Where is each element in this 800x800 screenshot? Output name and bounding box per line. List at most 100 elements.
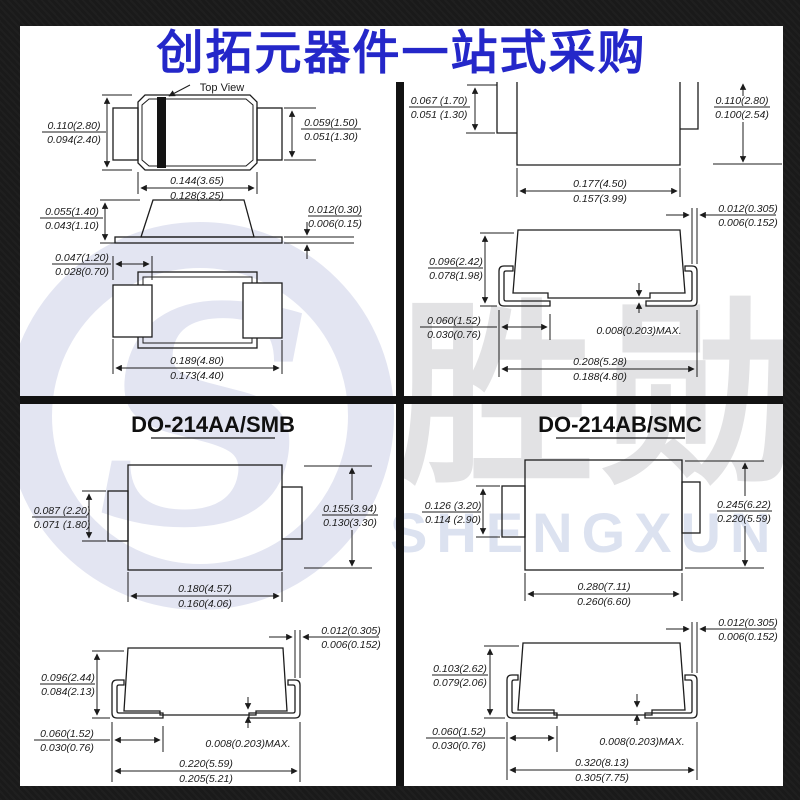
package-title: DO-214AA/SMB [131,412,295,437]
panel-do214aa-smb: DO-214AA/SMB 0.087 (2.20) 0.071 (1.80) 0… [32,412,381,785]
svg-text:0.189(4.80): 0.189(4.80) [170,355,224,367]
svg-text:0.177(4.50): 0.177(4.50) [573,178,627,190]
horizontal-divider [20,396,783,404]
dim-lead-thickness: 0.012(0.305) 0.006(0.152) [666,617,778,673]
svg-text:0.012(0.30): 0.012(0.30) [308,204,362,216]
svg-text:0.006(0.15): 0.006(0.15) [308,218,362,230]
bottom-view-drawing: 0.047(1.20) 0.028(0.70) 0.189(4.80) 0.17… [52,252,283,382]
svg-text:0.096(2.44): 0.096(2.44) [41,672,95,684]
svg-text:0.220(5.59): 0.220(5.59) [717,513,771,525]
dim-body-width: 0.280(7.11) 0.260(6.60) [524,573,683,608]
svg-text:0.008(0.203)MAX.: 0.008(0.203)MAX. [205,738,290,750]
svg-text:0.094(2.40): 0.094(2.40) [47,134,101,146]
svg-text:0.188(4.80): 0.188(4.80) [573,371,627,383]
svg-text:0.180(4.57): 0.180(4.57) [178,583,232,595]
svg-text:0.060(1.52): 0.060(1.52) [432,726,486,738]
dim-foot-length: 0.060(1.52) 0.030(0.76) [34,722,164,782]
star-icon: ✦ [154,223,198,281]
dim-pad-width: 0.047(1.20) 0.028(0.70) [52,252,153,280]
svg-text:0.128(3.25): 0.128(3.25) [170,190,224,202]
svg-text:0.006(0.152): 0.006(0.152) [718,631,778,643]
dim-standoff: 0.008(0.203)MAX. [205,697,291,750]
svg-text:0.008(0.203)MAX.: 0.008(0.203)MAX. [599,736,684,748]
dim-standoff: 0.008(0.203)MAX. [599,694,685,748]
side-view-drawing: 0.055(1.40) 0.043(1.10) 0.012(0.30) 0.00… [40,199,362,259]
svg-text:0.320(8.13): 0.320(8.13) [575,757,629,769]
svg-text:0.055(1.40): 0.055(1.40) [45,206,99,218]
svg-text:0.110(2.80): 0.110(2.80) [716,95,769,107]
svg-text:0.087 (2.20): 0.087 (2.20) [34,505,91,517]
dim-tab-height: 0.059(1.50) 0.051(1.30) [284,107,361,161]
svg-text:0.012(0.305): 0.012(0.305) [718,617,778,629]
dim-foot-length: 0.060(1.52) 0.030(0.76) [426,722,558,780]
dim-lead-thickness: 0.012(0.305) 0.006(0.152) [666,203,778,264]
cathode-band [157,97,166,168]
svg-text:0.100(2.54): 0.100(2.54) [715,109,769,121]
svg-text:0.173(4.40): 0.173(4.40) [170,370,224,382]
panel-smb-outline: 0.067 (1.70) 0.051 (1.30) 0.110(2.80) 0.… [409,82,782,383]
vertical-divider [396,82,404,786]
svg-text:0.157(3.99): 0.157(3.99) [573,193,627,205]
top-view-drawing: Top View 0.110(2.80) 0.094(2.40) 0.059(1… [42,82,361,202]
dim-overall-length: 0.220(5.59) 0.205(5.21) [114,722,301,785]
svg-text:0.305(7.75): 0.305(7.75) [575,772,629,784]
package-title: DO-214AB/SMC [538,412,702,437]
svg-text:0.047(1.20): 0.047(1.20) [55,252,109,264]
dim-profile-height: 0.103(2.62) 0.079(2.06) [432,645,519,719]
svg-text:0.059(1.50): 0.059(1.50) [304,117,358,129]
dim-tab-height: 0.126 (3.20) 0.114 (2.90) [422,485,500,538]
dim-profile-height: 0.096(2.44) 0.084(2.13) [40,650,124,719]
dim-body-width: 0.177(4.50) 0.157(3.99) [516,168,681,205]
dim-lead-thickness: 0.012(0.305) 0.006(0.152) [269,625,381,678]
leader-arrow-icon [168,84,191,97]
svg-text:0.006(0.152): 0.006(0.152) [718,217,778,229]
svg-text:0.245(6.22): 0.245(6.22) [717,499,771,511]
side-view-drawing: 0.012(0.305) 0.006(0.152) 0.103(2.62) 0.… [426,617,778,784]
top-view-drawing: 0.126 (3.20) 0.114 (2.90) 0.245(6.22) 0.… [422,459,772,608]
dim-tab-height: 0.067 (1.70) 0.051 (1.30) [409,84,497,134]
svg-text:0.208(5.28): 0.208(5.28) [573,356,627,368]
svg-text:0.096(2.42): 0.096(2.42) [429,256,483,268]
page-title: 创拓元器件一站式采购 [156,28,647,80]
svg-text:0.155(3.94): 0.155(3.94) [323,503,377,515]
side-view-drawing: 0.012(0.305) 0.006(0.152) 0.096(2.42) 0.… [420,203,778,383]
dim-overall-length: 0.320(8.13) 0.305(7.75) [509,722,698,784]
svg-text:0.060(1.52): 0.060(1.52) [40,728,94,740]
dim-body-height: 0.110(2.80) 0.100(2.54) [713,83,782,165]
svg-text:0.114 (2.90): 0.114 (2.90) [425,514,481,526]
svg-text:0.060(1.52): 0.060(1.52) [427,315,481,327]
svg-text:0.071 (1.80): 0.071 (1.80) [34,519,91,531]
dim-body-height: 0.110(2.80) 0.094(2.40) [42,94,132,171]
svg-text:0.030(0.76): 0.030(0.76) [427,329,481,341]
svg-text:0.126 (3.20): 0.126 (3.20) [425,500,482,512]
svg-text:0.260(6.60): 0.260(6.60) [577,596,631,608]
top-view-label: Top View [200,82,244,94]
svg-text:0.012(0.305): 0.012(0.305) [718,203,778,215]
dim-body-height: 0.245(6.22) 0.220(5.59) [685,460,772,569]
svg-text:0.220(5.59): 0.220(5.59) [179,758,233,770]
dim-profile-height: 0.055(1.40) 0.043(1.10) [40,199,140,244]
svg-text:0.130(3.30): 0.130(3.30) [323,517,377,529]
svg-text:0.043(1.10): 0.043(1.10) [45,220,99,232]
svg-text:0.205(5.21): 0.205(5.21) [179,773,233,785]
svg-text:0.079(2.06): 0.079(2.06) [433,677,487,689]
dim-tab-height: 0.087 (2.20) 0.071 (1.80) [32,490,106,542]
svg-text:0.030(0.76): 0.030(0.76) [40,742,94,754]
svg-text:0.006(0.152): 0.006(0.152) [321,639,381,651]
svg-text:0.051 (1.30): 0.051 (1.30) [411,109,468,121]
dim-body-width: 0.180(4.57) 0.160(4.06) [127,572,283,610]
svg-text:0.051(1.30): 0.051(1.30) [304,131,358,143]
svg-text:0.110(2.80): 0.110(2.80) [48,120,101,132]
panel-sma-package: Top View 0.110(2.80) 0.094(2.40) 0.059(1… [40,82,362,382]
top-view-drawing: 0.067 (1.70) 0.051 (1.30) 0.110(2.80) 0.… [409,82,782,205]
svg-text:0.030(0.76): 0.030(0.76) [432,740,486,752]
svg-text:0.280(7.11): 0.280(7.11) [578,581,631,593]
svg-text:0.160(4.06): 0.160(4.06) [178,598,232,610]
svg-text:0.103(2.62): 0.103(2.62) [433,663,487,675]
dim-body-width: 0.144(3.65) 0.128(3.25) [137,172,258,202]
svg-text:0.078(1.98): 0.078(1.98) [429,270,483,282]
svg-text:0.008(0.203)MAX.: 0.008(0.203)MAX. [596,325,681,337]
dim-profile-height: 0.096(2.42) 0.078(1.98) [428,232,514,307]
top-view-drawing: 0.087 (2.20) 0.071 (1.80) 0.155(3.94) 0.… [32,464,378,610]
